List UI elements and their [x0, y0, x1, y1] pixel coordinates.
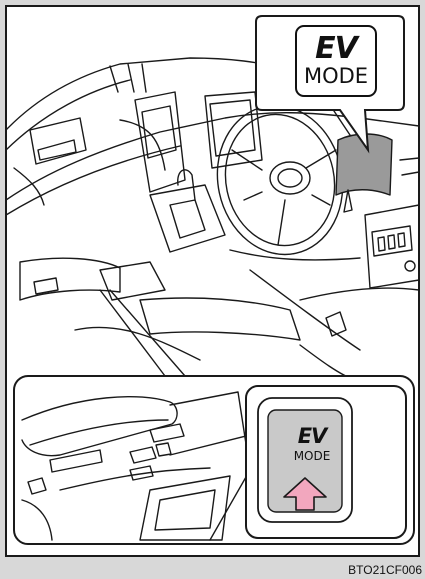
figure-code: BTO21CF006: [348, 563, 422, 577]
mode-badge-label: MODE: [304, 65, 368, 87]
mode-button-label: MODE: [286, 449, 338, 463]
ev-mode-badge-icon: EV MODE: [295, 25, 377, 97]
ev-badge-label: EV: [315, 35, 357, 63]
ev-button-label: EV: [286, 426, 338, 446]
